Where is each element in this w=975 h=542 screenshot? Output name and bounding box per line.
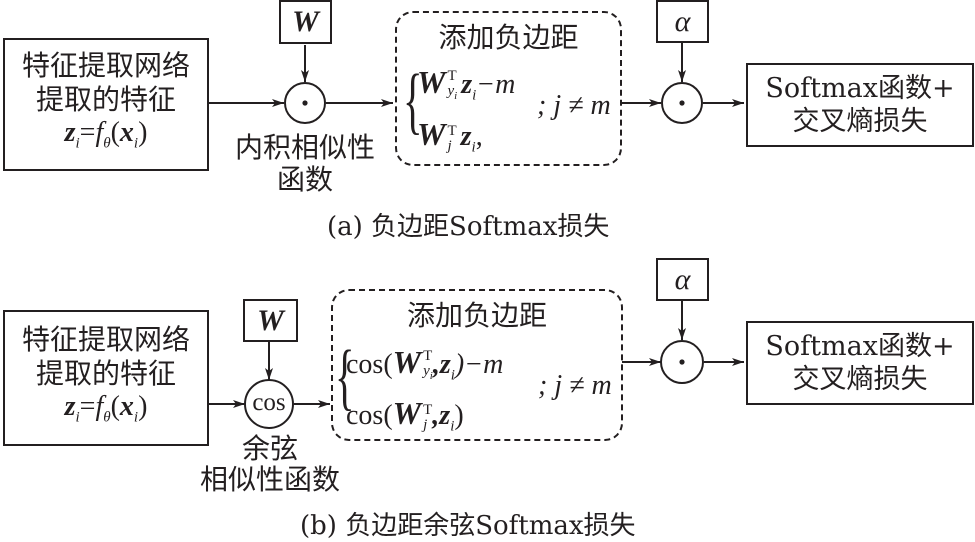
operator-label: 内积相似性 函数 — [220, 132, 390, 196]
weight-label: W — [257, 303, 284, 337]
feature-extraction-box: 特征提取网络 提取的特征 zi=fθ(xi) — [3, 38, 209, 171]
softmax-loss-box: Softmax函数+ 交叉熵损失 — [746, 321, 974, 405]
scale-label: α — [674, 4, 691, 38]
loss-box-line2: 交叉熵损失 — [792, 106, 928, 137]
negative-margin-box — [395, 11, 622, 166]
operator-label-line1: 内积相似性 — [234, 131, 375, 164]
left-brace: { — [335, 336, 355, 418]
weight-box: W — [279, 0, 332, 44]
feature-box-line2: 提取的特征 — [35, 356, 176, 390]
cos-operator-label: cos — [252, 389, 286, 416]
feature-extraction-box: 特征提取网络 提取的特征 zi=fθ(xi) — [3, 310, 209, 446]
softmax-loss-box: Softmax函数+ 交叉熵损失 — [746, 63, 974, 147]
negative-margin-box — [331, 289, 623, 441]
feature-box-line1: 特征提取网络 — [21, 322, 190, 356]
operator-label-line2: 函数 — [276, 163, 333, 196]
margin-box-title: 添加负边距 — [406, 299, 547, 332]
dot-operator-icon — [679, 359, 685, 365]
scale-label: α — [674, 262, 691, 296]
scale-box: α — [656, 0, 709, 43]
scale-box: α — [656, 258, 709, 301]
feature-box-line2: 提取的特征 — [35, 83, 176, 117]
feature-formula: zi=fθ(xi) — [64, 117, 148, 152]
feature-box-line1: 特征提取网络 — [21, 49, 190, 83]
operator-label-line1: 余弦 — [241, 432, 298, 465]
caption-b: (b) 负边距余弦Softmax损失 — [300, 511, 636, 541]
dot-operator-icon — [302, 100, 308, 106]
weight-box: W — [243, 299, 298, 342]
margin-condition: ; j ≠ m — [538, 370, 612, 401]
operator-label-line2: 相似性函数 — [199, 463, 340, 496]
cosine-operator — [244, 379, 294, 429]
loss-box-line1: Softmax函数+ — [765, 73, 955, 104]
loss-box-line1: Softmax函数+ — [765, 331, 955, 362]
caption-a: (a) 负边距Softmax损失 — [327, 212, 610, 242]
margin-condition: ; j ≠ m — [537, 90, 611, 121]
left-brace: { — [403, 60, 423, 142]
weight-label: W — [292, 5, 319, 38]
operator-label: 余弦 相似性函数 — [180, 433, 360, 496]
loss-box-line2: 交叉熵损失 — [792, 364, 928, 395]
feature-formula: zi=fθ(xi) — [64, 390, 148, 426]
dot-operator-icon — [679, 100, 685, 106]
margin-box-title: 添加负边距 — [438, 21, 579, 54]
